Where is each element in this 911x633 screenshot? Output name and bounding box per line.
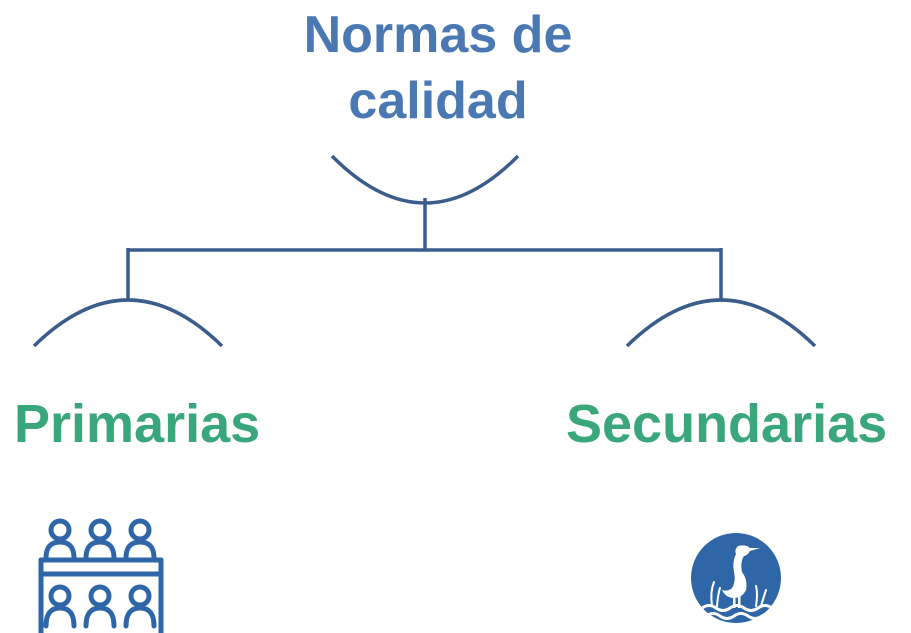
branch-label-primarias: Primarias bbox=[14, 394, 261, 454]
root-title: Normas de calidad bbox=[303, 6, 573, 130]
people-group-icon bbox=[38, 518, 164, 633]
heron-wetland-icon bbox=[691, 533, 781, 623]
branch-label-secundarias: Secundarias bbox=[566, 394, 888, 454]
left-arc bbox=[32, 298, 224, 348]
root-arc bbox=[330, 154, 520, 205]
right-arc bbox=[625, 298, 817, 348]
